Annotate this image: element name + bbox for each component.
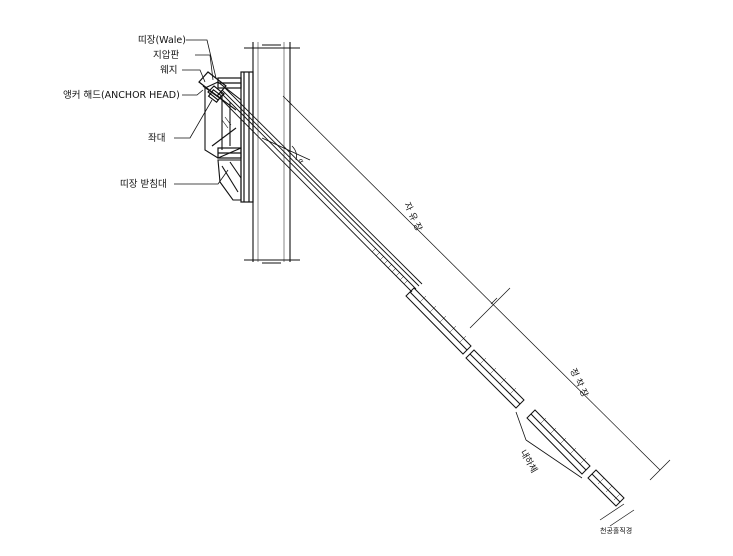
retaining-wall [244, 42, 300, 264]
wale-support-bracket [217, 159, 242, 201]
seat-label: 좌대 [148, 133, 165, 144]
drill-diameter-label: 천공홀직경 [600, 526, 632, 535]
wale-label: 띠장(Wale) [138, 35, 186, 46]
wedge-label: 웨지 [160, 64, 177, 76]
wale-marks [221, 116, 232, 129]
angle-label: α [296, 157, 305, 165]
bond-body-hatch [419, 295, 621, 501]
bearing-plate-label: 지압판 [153, 49, 179, 61]
leader-lines [174, 39, 583, 479]
anchor-head-label: 앵커 해드(ANCHOR HEAD) [63, 89, 180, 101]
bond-length-label: 정 착 장 [567, 367, 590, 399]
tendon-free-length [217, 86, 423, 293]
anchor-head [198, 71, 227, 104]
dimension-lines [282, 95, 671, 527]
load-body-label: 내하체 [517, 448, 539, 475]
wale-support-label: 띠장 받침대 [120, 179, 167, 190]
angle-indicator [261, 137, 311, 161]
bond-body-segments [405, 287, 625, 507]
tendon-sheath-hatch [371, 247, 409, 285]
wale-beam [217, 71, 254, 203]
